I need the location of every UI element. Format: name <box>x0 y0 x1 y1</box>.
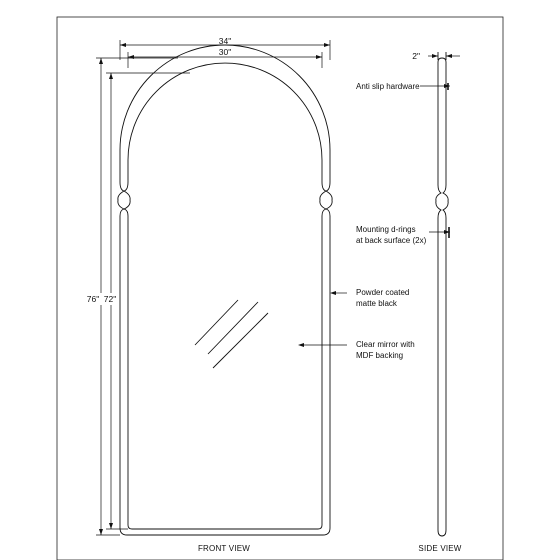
dim-outer-height-label: 76" <box>87 294 99 304</box>
mirror-lower-inner <box>127 216 323 530</box>
frame-knuckle-left <box>117 181 126 217</box>
frame-knuckle-right <box>324 181 333 217</box>
dim-inner-height-label: 72" <box>104 294 116 304</box>
glass-reflection-1 <box>194 299 239 346</box>
side-view-title: SIDE VIEW <box>418 544 461 553</box>
callout-powder-line2: matte black <box>356 299 398 308</box>
callout-d-rings-line1: Mounting d-rings <box>356 225 416 234</box>
frame-outer-arch <box>119 44 331 182</box>
front-view <box>117 44 333 536</box>
frame-knuckle-left-inner <box>122 181 131 217</box>
side-view <box>435 52 449 537</box>
side-depth-dimension <box>428 54 460 58</box>
dim-depth-label: 2" <box>412 51 420 61</box>
front-view-title: FRONT VIEW <box>198 544 250 553</box>
dim-inner-width-label: 30" <box>219 47 231 57</box>
callout-leaders <box>298 83 450 347</box>
height-label-backdrop <box>84 293 118 305</box>
frame-knuckle-right-inner <box>319 181 328 217</box>
width-dimensions <box>119 40 331 68</box>
dim-outer-width-label: 34" <box>219 36 231 46</box>
frame-lower-outer <box>119 216 331 536</box>
callout-mirror-line2: MDF backing <box>356 351 403 360</box>
glass-reflection-2 <box>212 312 269 369</box>
callout-mirror-line1: Clear mirror with <box>356 340 415 349</box>
side-profile <box>435 57 449 537</box>
callout-anti-slip: Anti slip hardware <box>356 82 420 91</box>
callout-d-rings-line2: at back surface (2x) <box>356 236 427 245</box>
mirror-inner-arch <box>127 62 323 182</box>
callout-powder-line1: Powder coated <box>356 288 409 297</box>
sheet-border <box>56 16 504 560</box>
glass-reflection-3 <box>207 301 259 355</box>
